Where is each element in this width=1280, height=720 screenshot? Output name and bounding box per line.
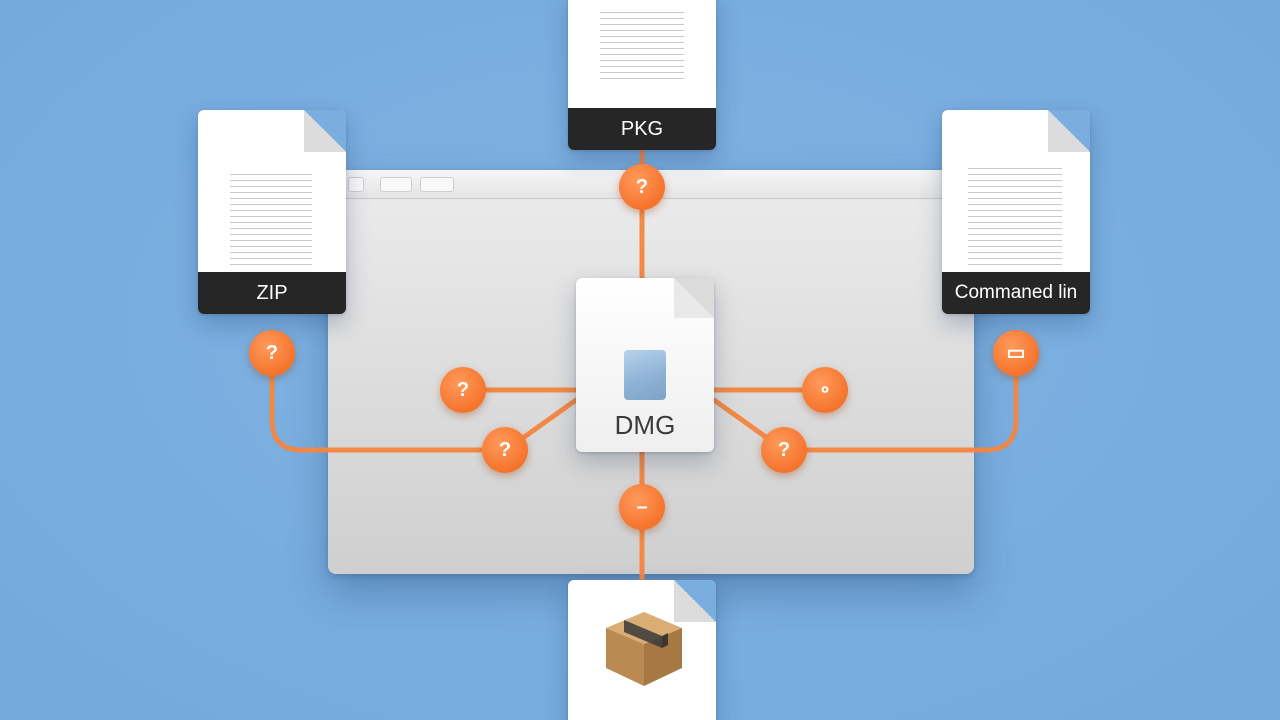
document-icon (968, 168, 1062, 266)
document-icon (230, 174, 312, 266)
file-command-line[interactable]: Commaned lin (942, 110, 1090, 314)
page-fold-icon (1048, 110, 1090, 152)
disk-image-icon (624, 350, 666, 400)
connector-node-right-lower[interactable]: ? (761, 427, 807, 473)
page-fold-icon (674, 278, 714, 318)
connector-node-top[interactable]: ? (619, 164, 665, 210)
file-zip-label: ZIP (198, 272, 346, 314)
toolbar-back-icon[interactable] (348, 177, 364, 192)
wire-right-outer (781, 373, 1019, 453)
document-icon (600, 12, 684, 82)
file-pkg-label: PKG (568, 108, 716, 150)
page-fold-icon (674, 580, 716, 622)
page-fold-icon (304, 110, 346, 152)
wire-left-outer (269, 373, 509, 453)
cardboard-box-icon (606, 612, 682, 686)
toolbar-view-icon[interactable] (380, 177, 412, 192)
connector-node-bottom[interactable]: – (619, 484, 665, 530)
connector-node-right-outer[interactable]: ▭ (993, 330, 1039, 376)
dmg-file-label: DMG (614, 410, 676, 440)
connector-node-right-inner[interactable]: ∘ (802, 367, 848, 413)
dmg-file[interactable]: DMG (576, 278, 714, 452)
connector-node-left-inner[interactable]: ? (440, 367, 486, 413)
file-zip[interactable]: ZIP (198, 110, 346, 314)
toolbar-list-icon[interactable] (420, 177, 454, 192)
connector-node-left-outer[interactable]: ? (249, 330, 295, 376)
file-app-package[interactable] (568, 580, 716, 720)
file-pkg[interactable]: PKG (568, 0, 716, 150)
file-command-line-label: Commaned lin (942, 272, 1090, 314)
connector-node-left-lower[interactable]: ? (482, 427, 528, 473)
